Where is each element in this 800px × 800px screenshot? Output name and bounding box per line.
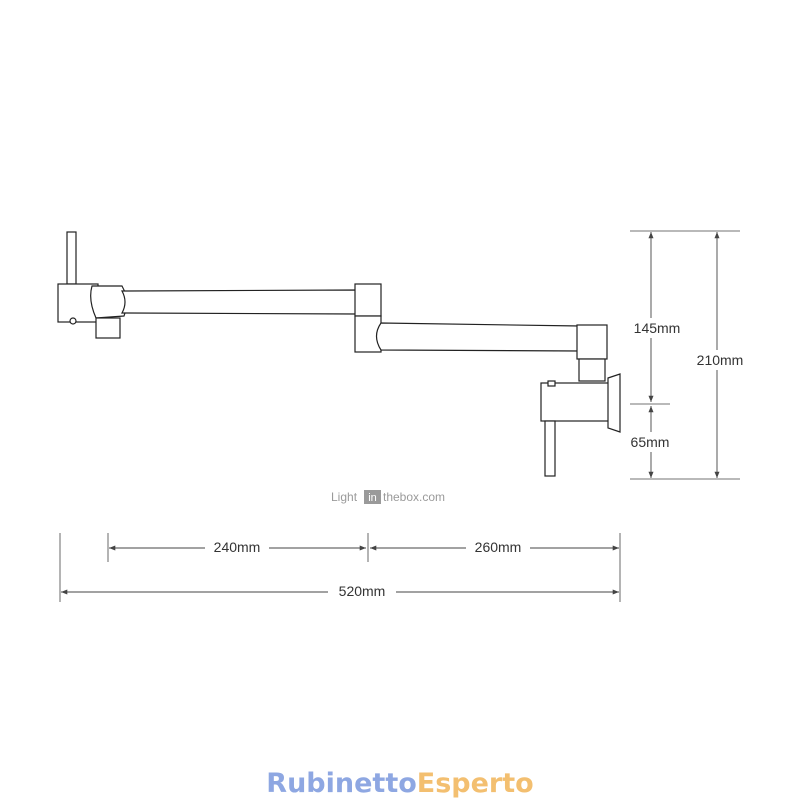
spout-collar	[90, 285, 128, 319]
valve-handle	[544, 420, 556, 477]
upper-height-label: 145mm	[634, 320, 681, 336]
brand-part2: Esperto	[417, 768, 534, 799]
arm-right-label: 260mm	[475, 539, 522, 555]
right-elbow-bottom	[578, 358, 606, 382]
valve-body	[540, 382, 612, 422]
right-elbow-top	[576, 324, 608, 360]
left-handle	[66, 231, 77, 285]
total-width-label: 520mm	[339, 583, 386, 599]
watermark-boxed-text: in	[368, 492, 377, 504]
middle-joint-top	[354, 283, 382, 317]
rubinettoesperto-logo: RubinettoEsperto	[266, 768, 533, 799]
arm-left-label: 240mm	[214, 539, 261, 555]
horizontal-dimensions: 240mm 260mm 520mm	[59, 533, 621, 602]
left-knob	[69, 317, 77, 325]
total-height-label: 210mm	[697, 352, 744, 368]
lower-height-label: 65mm	[631, 434, 670, 450]
lightinthebox-watermark: Light in thebox.com	[331, 490, 445, 504]
vertical-dimensions: 145mm 65mm 210mm	[622, 230, 752, 480]
upper-arm	[120, 289, 357, 315]
watermark-suffix: thebox.com	[383, 490, 445, 504]
lower-arm	[375, 322, 581, 352]
svg-text:RubinettoEsperto: RubinettoEsperto	[266, 768, 533, 799]
watermark-box	[364, 490, 381, 504]
watermark-prefix: Light	[331, 490, 358, 504]
aerator	[95, 317, 121, 339]
pot-filler-faucet	[57, 231, 621, 477]
brand-part1: Rubinetto	[266, 768, 417, 799]
wall-plate	[607, 373, 621, 433]
valve-nut	[547, 380, 556, 387]
